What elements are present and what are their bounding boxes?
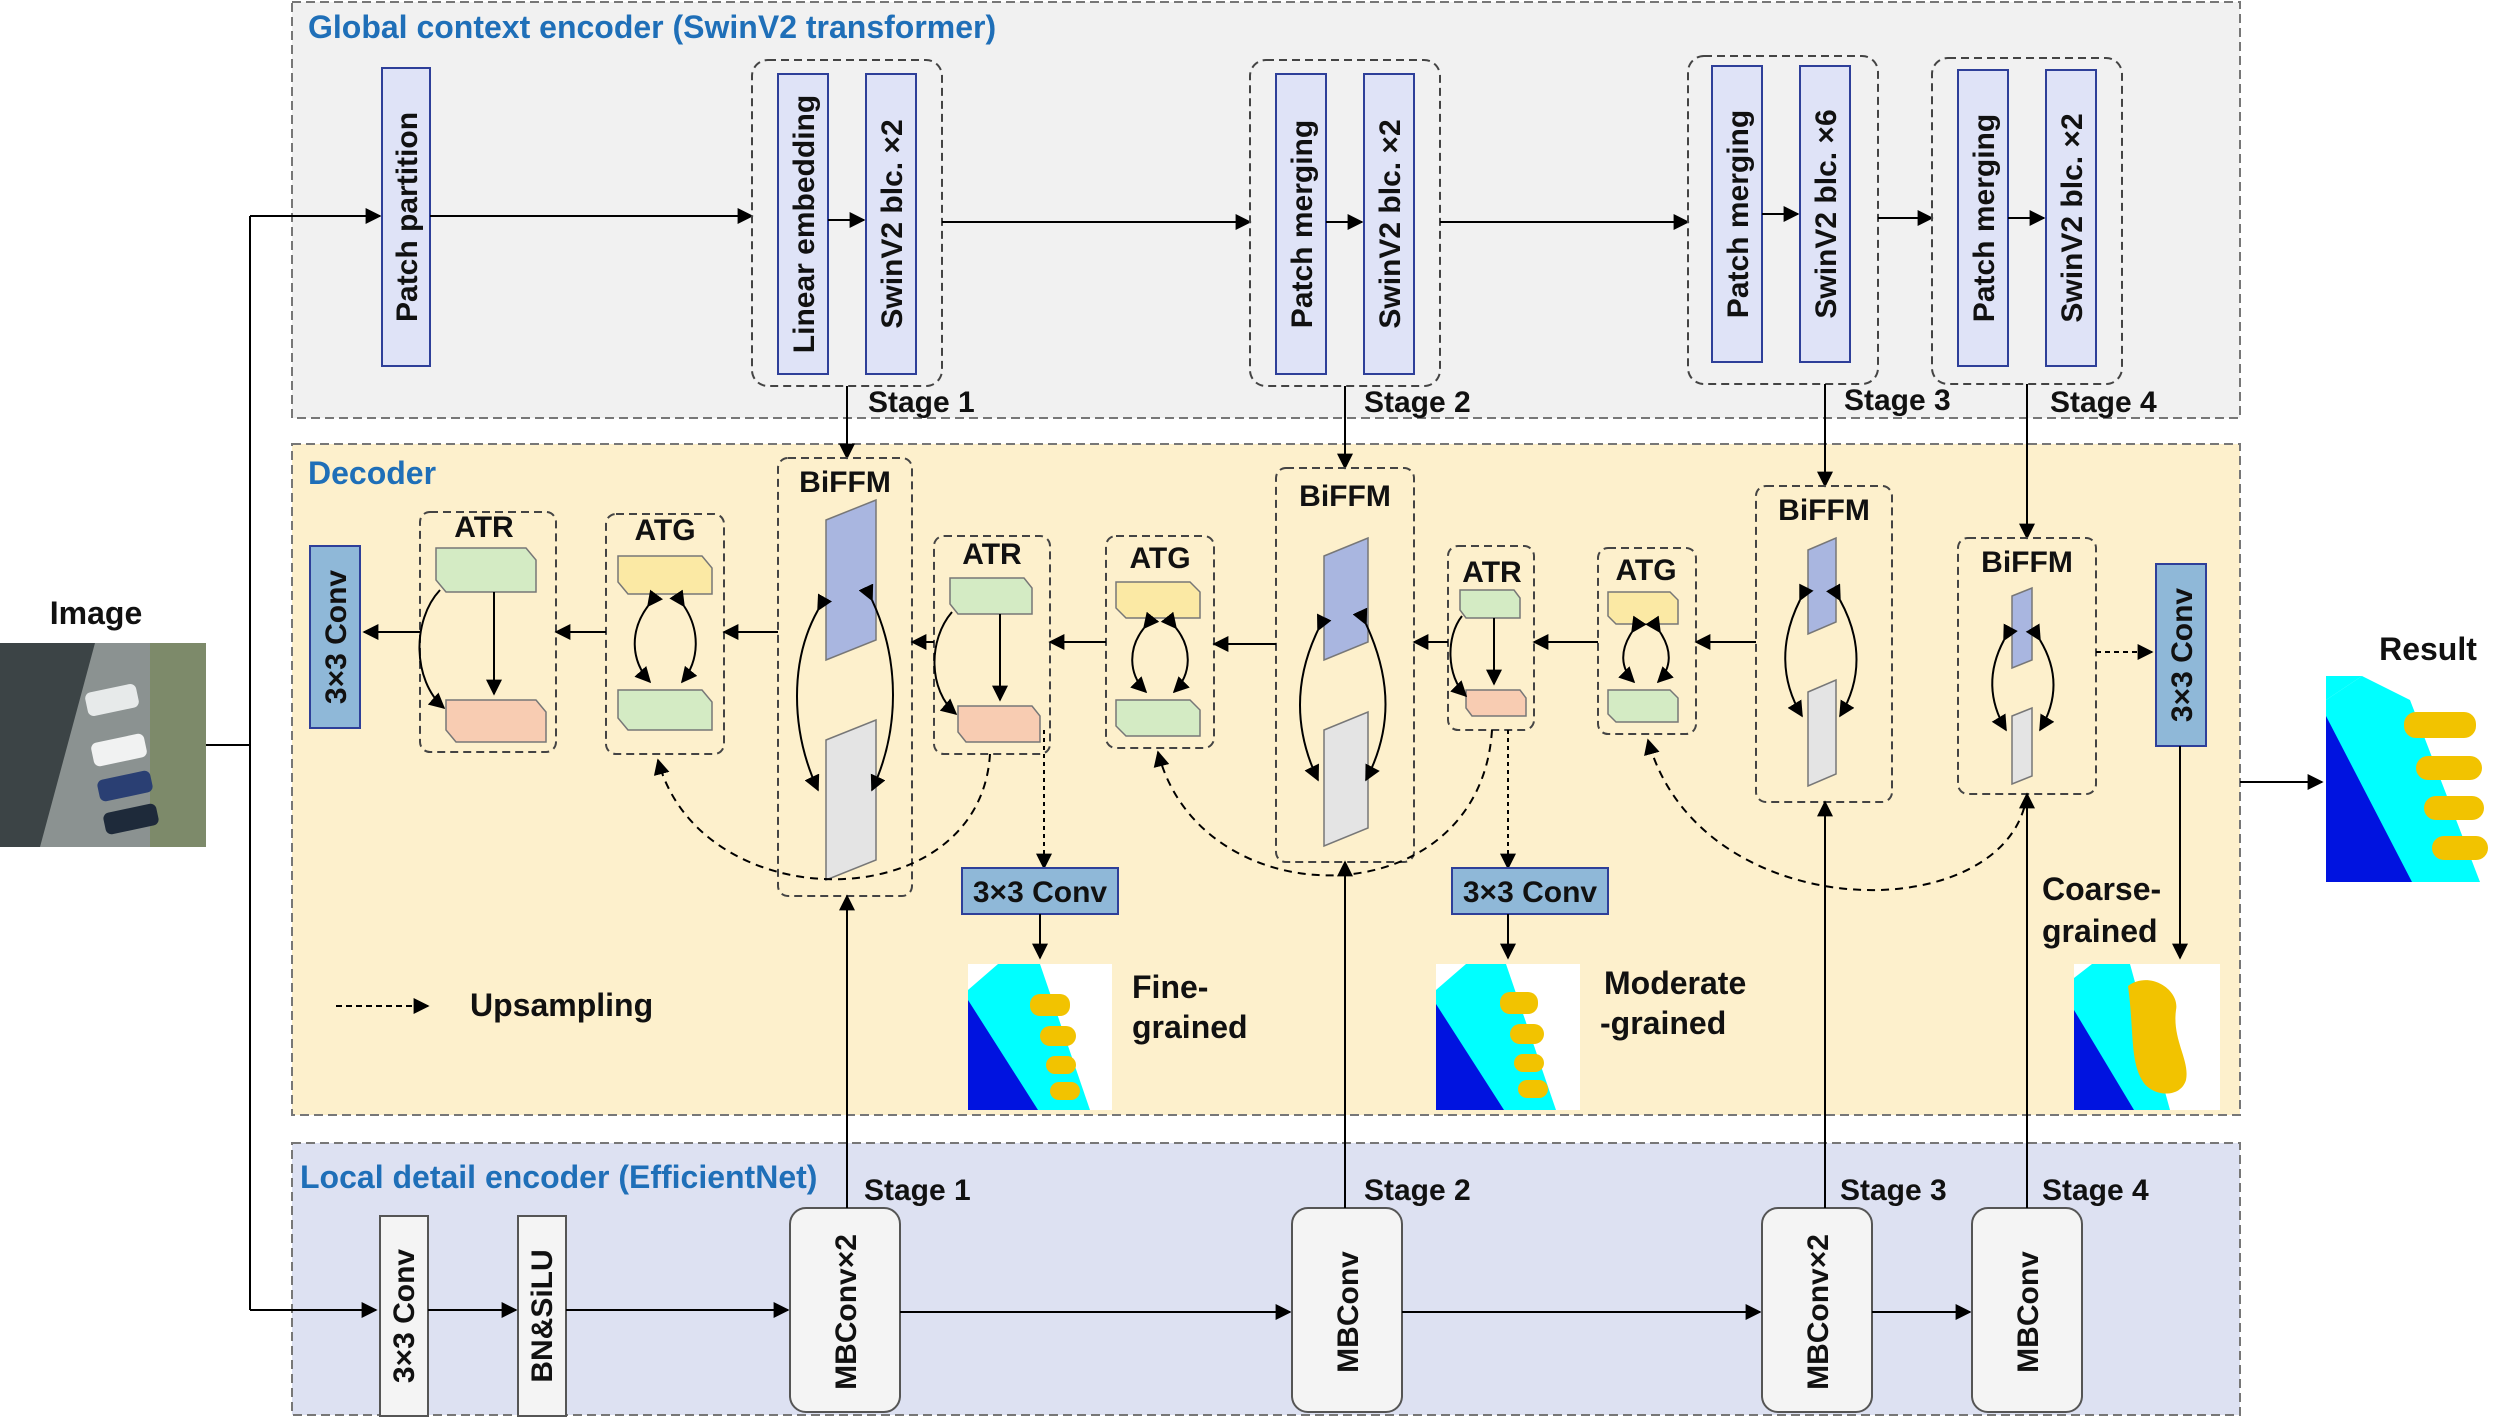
svg-text:ATG: ATG <box>1129 542 1190 575</box>
moderate-grained-seg-map <box>1436 964 1580 1110</box>
patch-merging-stage3-label: Patch merging <box>1722 110 1755 318</box>
svg-text:BiFFM: BiFFM <box>1981 546 2073 579</box>
swinv2-stage2-label: SwinV2 blc. ×2 <box>1374 119 1407 328</box>
global-stage4-label: Stage 4 <box>2050 386 2157 419</box>
moderate-conv-label: 3×3 Conv <box>1463 876 1598 909</box>
global-encoder-panel <box>291 1 2241 419</box>
upsampling-curve-1 <box>653 753 991 881</box>
local-stage2-label: Stage 2 <box>1364 1174 1471 1207</box>
swinv2-block-stage1 <box>865 73 917 375</box>
fine-grained-label-2: grained <box>1132 1009 1248 1045</box>
input-aerial-image <box>0 643 206 847</box>
global-stage2-label: Stage 2 <box>1364 386 1471 419</box>
local-encoder-panel <box>291 1142 2241 1416</box>
svg-text:ATR: ATR <box>962 538 1022 571</box>
right-conv-label: 3×3 Conv <box>2166 588 2199 723</box>
svg-text:ATR: ATR <box>1462 556 1522 589</box>
atr-module-2: ATR <box>933 535 1051 755</box>
local-stage4-label: Stage 4 <box>2042 1174 2149 1207</box>
local-stage3-label: Stage 3 <box>1840 1174 1947 1207</box>
moderate-grained-label-1: Moderate <box>1604 965 1746 1001</box>
atr-module-3: ATR <box>1447 545 1535 731</box>
patch-merging-stage2-label: Patch merging <box>1286 120 1319 328</box>
svg-text:BiFFM: BiFFM <box>1299 480 1391 513</box>
svg-text:ATR: ATR <box>454 511 514 544</box>
decoder-title: Decoder <box>308 455 436 491</box>
coarse-grained-seg-map <box>2074 964 2220 1110</box>
coarse-grained-label-1: Coarse- <box>2042 871 2161 907</box>
biffm-module-2: BiFFM <box>1275 467 1415 863</box>
linear-embedding-block <box>777 73 829 375</box>
bn-silu-block <box>517 1215 567 1417</box>
fine-grained-seg-map <box>968 964 1112 1110</box>
mbconv-stage3-block <box>1761 1207 1873 1413</box>
moderate-grained-label-2: -grained <box>1600 1005 1726 1041</box>
decoder-panel <box>291 443 2241 1116</box>
upsampling-curve-2 <box>1153 729 1493 877</box>
upsampling-legend-label: Upsampling <box>470 987 653 1023</box>
swinv2-block-stage4 <box>2045 69 2097 367</box>
swinv2-stage1-label: SwinV2 blc. ×2 <box>876 119 909 328</box>
swinv2-block-stage3 <box>1799 65 1851 363</box>
upsampling-curve-3 <box>1644 738 2028 892</box>
biffm-module-3: BiFFM <box>1755 485 1893 803</box>
global-stage3-group <box>1687 55 1879 385</box>
patch-partition-block: Patch partition <box>381 67 431 367</box>
moderate-conv-block <box>1451 867 1609 915</box>
right-conv-block <box>2155 563 2207 747</box>
image-label: Image <box>50 595 142 631</box>
mbconv-stage1-block <box>789 1207 901 1413</box>
biffm-module-4: BiFFM <box>1957 537 2097 795</box>
mbconv-stage1-label: MBConv×2 <box>830 1234 863 1390</box>
global-stage4-group <box>1931 57 2123 385</box>
patch-partition-label: Patch partition <box>391 112 424 322</box>
swinv2-block-stage2 <box>1363 73 1415 375</box>
global-stage3-label: Stage 3 <box>1844 384 1951 417</box>
local-conv-label: 3×3 Conv <box>388 1249 421 1384</box>
mbconv-stage4-label: MBConv <box>2012 1251 2045 1373</box>
final-conv-label: 3×3 Conv <box>320 570 353 705</box>
biffm-module-1: BiFFM <box>777 457 913 897</box>
bn-silu-label: BN&SiLU <box>526 1249 559 1382</box>
swinv2-stage4-label: SwinV2 blc. ×2 <box>2056 113 2089 322</box>
patch-merging-stage4-label: Patch merging <box>1968 114 2001 322</box>
local-encoder-title: Local detail encoder (EfficientNet) <box>300 1159 817 1195</box>
fine-grained-label-1: Fine- <box>1132 969 1208 1005</box>
atg-module-1: ATG <box>605 513 725 755</box>
svg-text:ATG: ATG <box>1615 554 1676 587</box>
atg-module-2: ATG <box>1105 535 1215 749</box>
global-stage1-label: Stage 1 <box>868 386 975 419</box>
linear-embedding-label: Linear embedding <box>788 95 821 353</box>
fine-conv-label: 3×3 Conv <box>973 876 1108 909</box>
coarse-grained-label-2: grained <box>2042 913 2158 949</box>
global-encoder-title: Global context encoder (SwinV2 transform… <box>308 9 996 45</box>
fine-conv-block <box>961 867 1119 915</box>
result-seg-map <box>2326 676 2500 882</box>
mbconv-stage2-label: MBConv <box>1332 1251 1365 1373</box>
swinv2-stage3-label: SwinV2 blc. ×6 <box>1810 109 1843 318</box>
final-conv-block <box>309 545 361 729</box>
mbconv-stage3-label: MBConv×2 <box>1802 1234 1835 1390</box>
result-label: Result <box>2379 631 2477 667</box>
svg-text:ATG: ATG <box>634 514 695 547</box>
local-conv-block <box>379 1215 429 1417</box>
svg-text:BiFFM: BiFFM <box>1778 494 1870 527</box>
mbconv-stage2-block <box>1291 1207 1403 1413</box>
patch-merging-stage2-block <box>1275 73 1327 375</box>
local-stage1-label: Stage 1 <box>864 1174 971 1207</box>
svg-text:BiFFM: BiFFM <box>799 466 891 499</box>
